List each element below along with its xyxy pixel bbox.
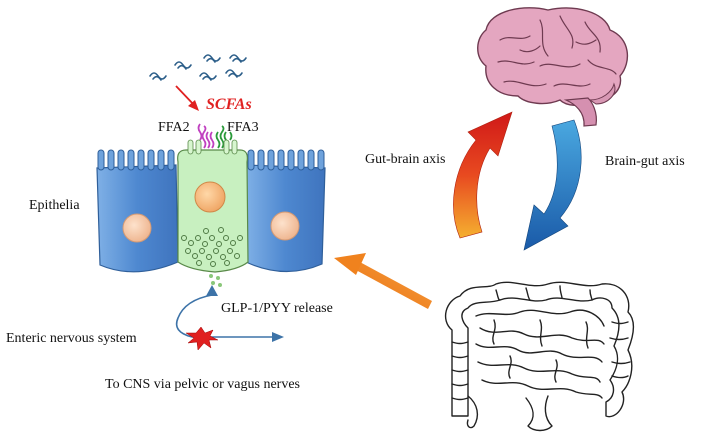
brain-icon — [477, 7, 629, 127]
bacterium — [149, 72, 167, 81]
brain-gut-axis-label: Brain-gut axis — [605, 154, 685, 169]
gut-brain-axis-label: Gut-brain axis — [365, 152, 445, 167]
glp1-pyy-release-label: GLP-1/PYY release — [221, 301, 333, 316]
epithelial-cell-right — [245, 149, 326, 273]
scfa-arrow — [175, 85, 199, 111]
granules — [181, 227, 243, 267]
orange-arrow — [334, 253, 432, 309]
bacteria-icon — [149, 54, 247, 81]
nerve-signal-icon — [175, 285, 284, 351]
nucleus — [122, 213, 152, 243]
scfas-label: SCFAs — [206, 96, 252, 113]
bacterium — [203, 54, 221, 63]
bacterium — [229, 54, 247, 63]
ffa2-receptor — [197, 123, 215, 149]
brain-gut-axis-arrow — [523, 119, 582, 251]
nucleus — [270, 211, 300, 241]
enteroendocrine-cell — [177, 139, 249, 287]
gut-brain-axis-arrow — [453, 111, 513, 239]
epithelial-cell-left — [96, 149, 179, 273]
bacterium — [199, 72, 217, 81]
enteric-nervous-system-label: Enteric nervous system — [6, 331, 137, 346]
intestine-icon — [444, 281, 635, 432]
bacterium — [225, 69, 243, 78]
nucleus — [194, 181, 226, 213]
ffa3-label: FFA3 — [227, 120, 259, 135]
bacterium — [174, 61, 192, 70]
to-cns-label: To CNS via pelvic or vagus nerves — [105, 377, 300, 392]
epithelia-label: Epithelia — [29, 198, 80, 213]
released-granules — [209, 274, 222, 287]
ffa2-label: FFA2 — [158, 120, 190, 135]
